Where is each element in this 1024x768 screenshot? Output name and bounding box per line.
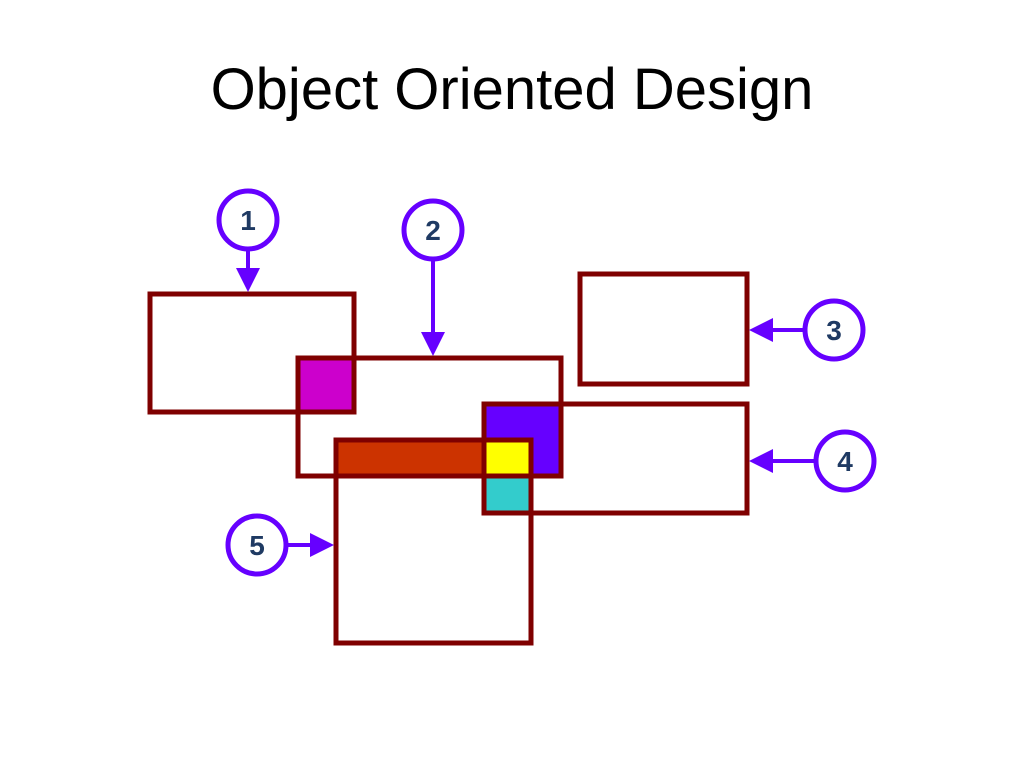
callout-2-label: 2 (425, 215, 441, 246)
overlap-fill-1-2 (298, 358, 354, 412)
callout-5: 5 (225, 513, 334, 577)
overlap-fill-4-5 (484, 476, 531, 513)
callout-4: 4 (749, 429, 877, 493)
box-5 (333, 437, 534, 646)
box-3 (577, 271, 750, 387)
callout-1: 1 (216, 188, 280, 292)
box-1 (147, 291, 357, 415)
overlap-fill-2-4-5 (484, 440, 531, 476)
box-4 (481, 401, 750, 516)
box-2 (295, 355, 564, 479)
callout-1-label: 1 (240, 205, 256, 236)
overlap-fill-2-5 (336, 440, 484, 476)
callout-3-label: 3 (826, 315, 842, 346)
callout-5-label: 5 (249, 530, 265, 561)
callout-4-label: 4 (837, 446, 853, 477)
callout-2: 2 (401, 198, 465, 356)
callout-3: 3 (749, 298, 866, 362)
slide-title: Object Oriented Design (210, 57, 814, 122)
